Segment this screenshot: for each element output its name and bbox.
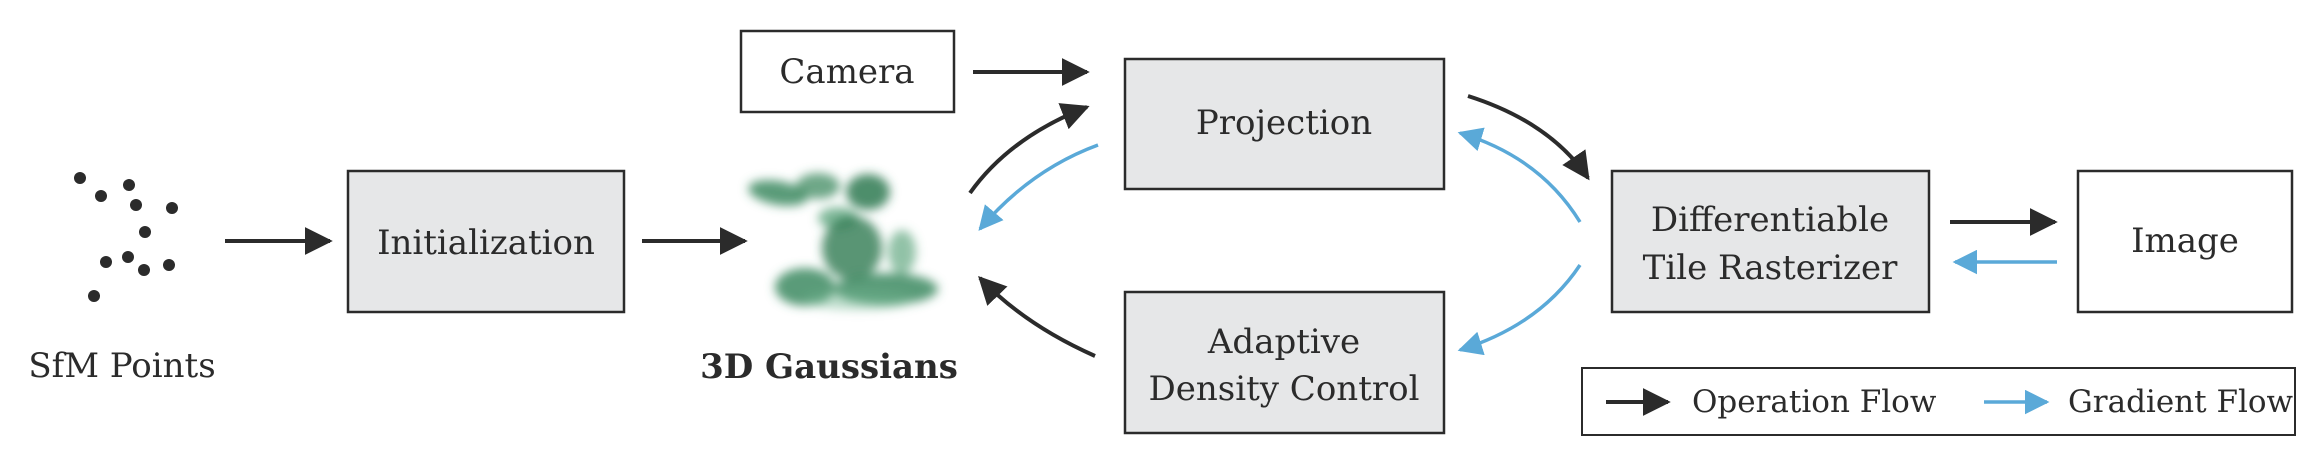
initialization-box	[346, 169, 626, 314]
legend-gradient-label: Gradient Flow	[2068, 384, 2294, 420]
legend-frame	[1581, 367, 2296, 436]
arrow-projection-to-rasterizer	[1467, 94, 1590, 181]
arrow-adaptive-to-gaussians	[978, 275, 1096, 358]
gaussians-illustration	[748, 173, 938, 310]
gradient-rasterizer-to-projection	[1457, 127, 1582, 223]
rasterizer-label-line2: Tile Rasterizer	[1643, 248, 1898, 288]
gradient-projection-to-gaussians	[978, 143, 1099, 231]
image-label: Image	[2131, 221, 2239, 261]
sfm-point-cloud	[74, 172, 178, 302]
sfm-points-label: SfM Points	[28, 346, 215, 386]
arrow-gaussians-to-projection	[968, 103, 1090, 195]
adaptive-label-line1: Adaptive	[1207, 322, 1360, 362]
image-box	[2076, 169, 2294, 314]
adaptive-label-line2: Density Control	[1149, 369, 1420, 409]
projection-label: Projection	[1196, 103, 1372, 143]
adaptive-density-control-box	[1123, 290, 1446, 435]
projection-box	[1123, 57, 1446, 191]
rasterizer-label-line1: Differentiable	[1651, 200, 1889, 240]
legend-operation-label: Operation Flow	[1692, 384, 1937, 420]
camera-label: Camera	[779, 52, 914, 92]
gaussians-label: 3D Gaussians	[700, 347, 958, 387]
camera-box	[739, 29, 956, 114]
rasterizer-box	[1610, 169, 1931, 314]
gradient-rasterizer-to-adaptive	[1457, 264, 1582, 356]
initialization-label: Initialization	[377, 223, 595, 263]
legend: Operation Flow Gradient Flow	[1581, 367, 2296, 436]
